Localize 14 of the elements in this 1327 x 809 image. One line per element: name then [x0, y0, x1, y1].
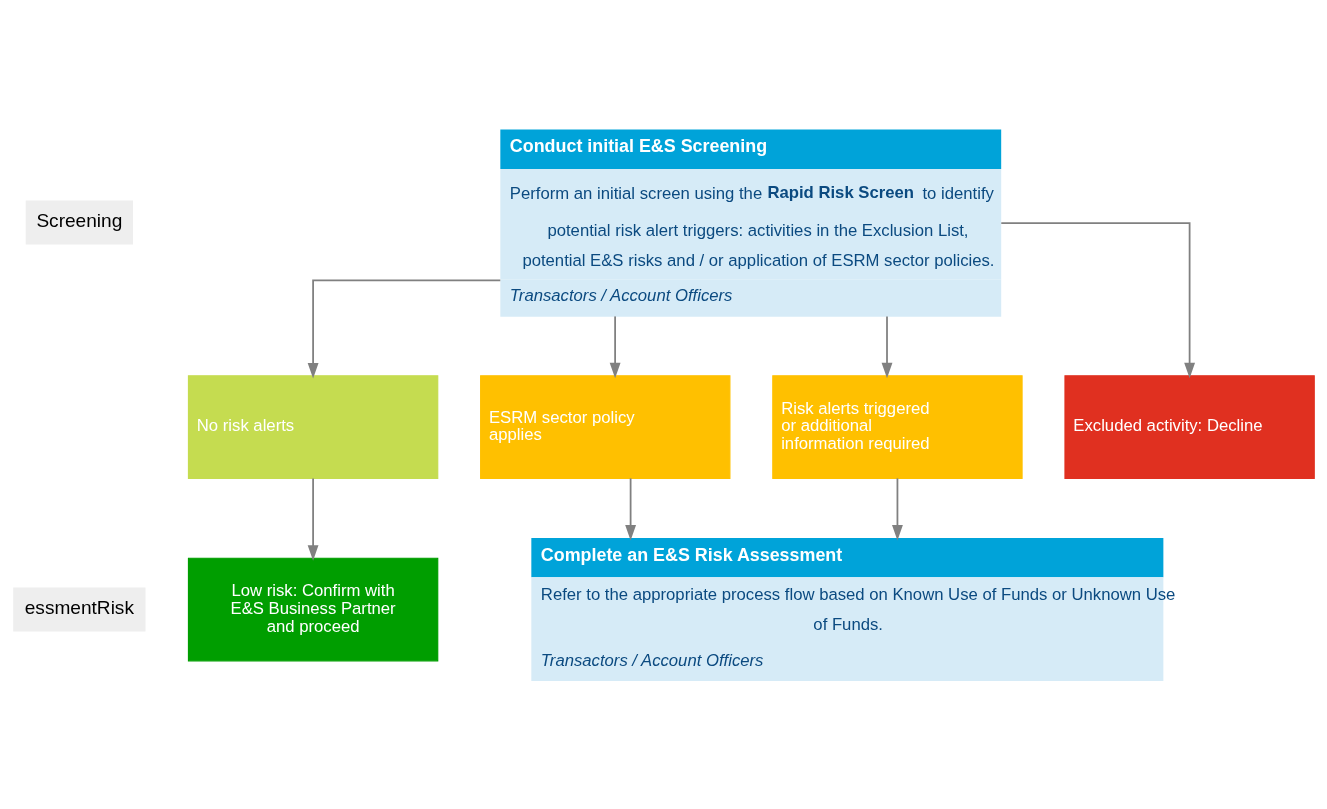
arrow [307, 477, 319, 561]
node-box: Risk alerts triggered or additional information required [771, 374, 1023, 479]
node-box: No risk alerts [187, 374, 438, 479]
arrow [609, 315, 621, 378]
node-box: Low risk: Confirm with E&S Business Partner and proceed [187, 557, 438, 661]
label: essmentRisk [24, 596, 134, 618]
label: Screening [35, 209, 122, 231]
arrow [891, 477, 903, 541]
arrow [999, 221, 1195, 378]
arrow [624, 477, 636, 541]
node-box: Excluded activity: Decline [1063, 374, 1315, 479]
arrow [881, 315, 892, 378]
arrow [307, 279, 501, 378]
node-box: ESRM sector policy applies [479, 374, 730, 479]
